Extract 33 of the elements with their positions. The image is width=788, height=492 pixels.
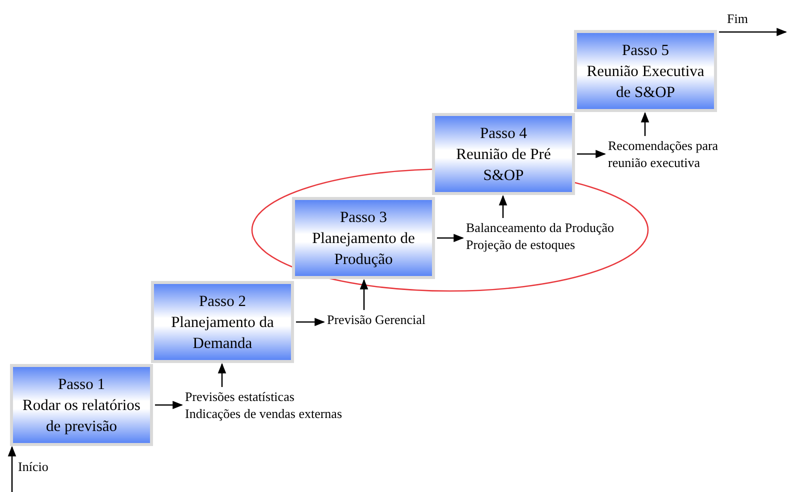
arrow — [719, 28, 788, 36]
arrow — [577, 150, 606, 158]
step-heading: Passo 3 — [340, 208, 387, 228]
arrow — [8, 446, 16, 492]
arrow — [640, 112, 650, 136]
edge-label: Início — [18, 459, 48, 474]
step-heading: Passo 4 — [480, 124, 527, 144]
step-name: Planejamento de Produção — [311, 228, 416, 270]
output-text: Projeção de estoques — [466, 236, 576, 253]
output-text: Previsões estatísticas — [185, 388, 296, 405]
step-name: Rodar os relatórios de previsão — [22, 396, 142, 436]
step-name: Reunião Executiva de S&OP — [586, 62, 706, 102]
step-heading: Passo 5 — [622, 40, 669, 60]
output-text: Previsão Gerencial — [327, 311, 427, 328]
arrow — [498, 194, 508, 218]
step-box — [151, 281, 294, 363]
step-box — [574, 30, 717, 112]
arrow — [296, 318, 326, 326]
arrow — [437, 234, 464, 242]
step-box — [292, 197, 435, 279]
output-text: Recomendações para reunião executiva — [608, 137, 720, 171]
edge-label: Fim — [727, 11, 748, 26]
output-text: Balanceamento da Produção — [466, 219, 615, 236]
output-text: Indicações de vendas externas — [185, 405, 344, 422]
step-heading: Passo 1 — [58, 374, 105, 394]
step-box — [432, 113, 575, 195]
step-heading: Passo 2 — [199, 292, 246, 312]
step-name: Reunião de Pré S&OP — [455, 144, 552, 186]
arrow — [218, 362, 226, 387]
arrow — [360, 278, 368, 310]
arrow — [155, 400, 184, 410]
step-name: Planejamento da Demanda — [170, 312, 275, 354]
step-box — [10, 364, 153, 446]
